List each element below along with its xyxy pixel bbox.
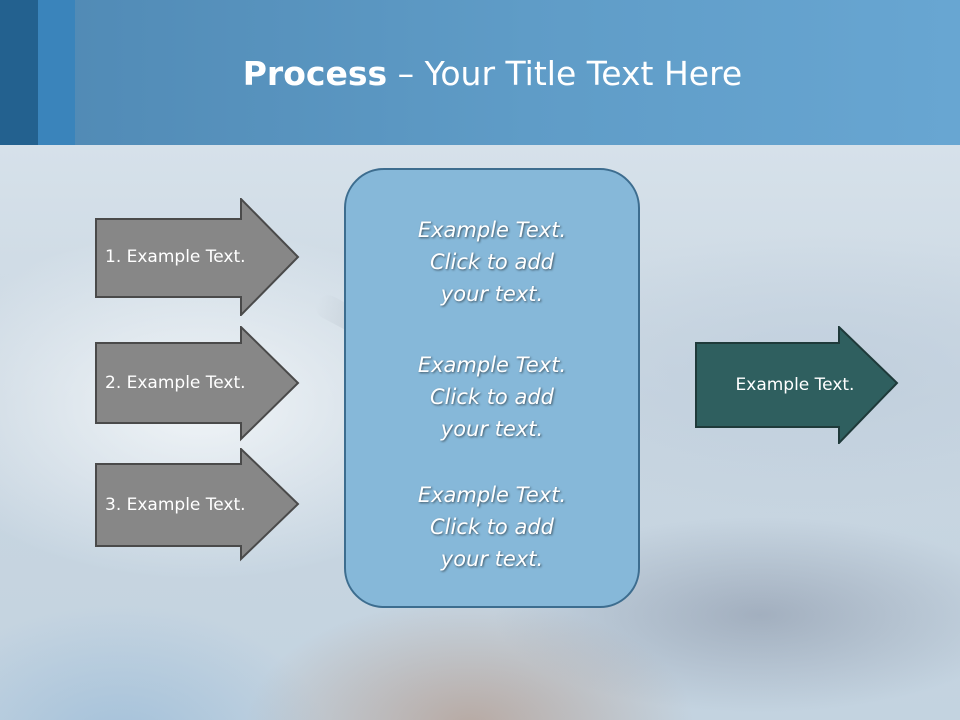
center-text-line: Click to add <box>429 250 554 274</box>
center-text-line: your text. <box>440 282 544 306</box>
center-process-box[interactable]: Example Text. Click to add your text. Ex… <box>344 168 640 608</box>
arrow-shape <box>95 326 300 442</box>
arrow-shape <box>95 198 300 316</box>
title-bold: Process <box>242 54 388 93</box>
center-text-block-3[interactable]: Example Text. Click to add your text. <box>346 479 638 575</box>
title-bar: Process – Your Title Text Here <box>0 0 960 145</box>
center-text-line: Example Text. <box>417 353 567 377</box>
center-text-line: Click to add <box>429 515 554 539</box>
center-text-line: your text. <box>440 547 544 571</box>
input-arrow-label-2: 2. Example Text. <box>105 373 246 393</box>
input-arrow-label-3: 3. Example Text. <box>105 495 246 515</box>
center-text-line: Example Text. <box>417 218 567 242</box>
input-arrow-1[interactable]: 1. Example Text. <box>95 198 301 316</box>
arrow-shape <box>695 326 899 444</box>
center-text-line: Example Text. <box>417 483 567 507</box>
center-text-block-1[interactable]: Example Text. Click to add your text. <box>346 214 638 310</box>
title-rest: – Your Title Text Here <box>387 54 743 93</box>
input-arrow-label-1: 1. Example Text. <box>105 247 246 267</box>
header-accent-strip-dark <box>0 0 38 145</box>
input-arrow-3[interactable]: 3. Example Text. <box>95 448 301 566</box>
center-text-block-2[interactable]: Example Text. Click to add your text. <box>346 349 638 445</box>
arrow-shape <box>95 448 300 562</box>
center-text-line: your text. <box>440 417 544 441</box>
slide-title[interactable]: Process – Your Title Text Here <box>75 52 910 96</box>
output-arrow[interactable]: Example Text. <box>695 326 901 444</box>
output-arrow-label: Example Text. <box>735 375 855 395</box>
input-arrow-2[interactable]: 2. Example Text. <box>95 326 301 444</box>
header-accent-strip-light <box>38 0 75 145</box>
center-text-line: Click to add <box>429 385 554 409</box>
